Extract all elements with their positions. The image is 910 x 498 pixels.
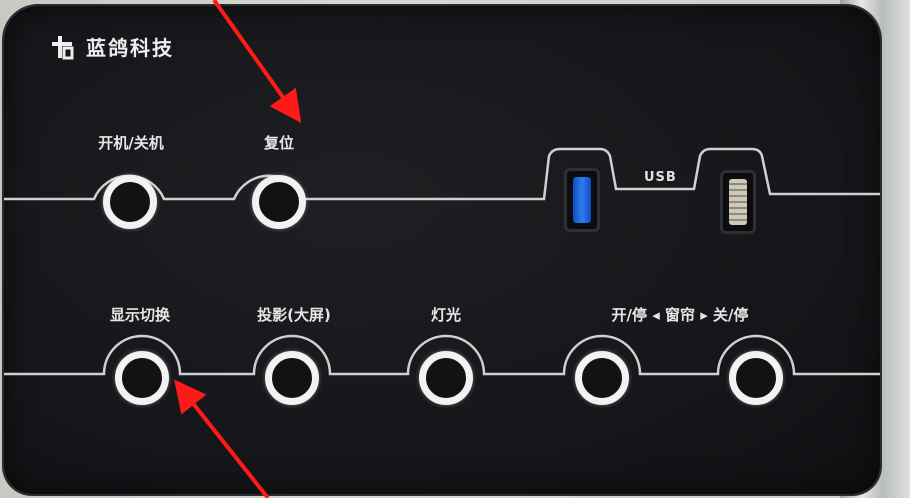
light-label: 灯光 — [430, 306, 462, 324]
usb-label: USB — [644, 170, 677, 185]
display-switch-label: 显示切换 — [109, 306, 171, 324]
arrow-to-reset — [212, 0, 302, 124]
usb-port-blue[interactable] — [564, 168, 600, 232]
panel-lines — [4, 147, 880, 376]
control-panel: 蓝鸽科技 开机/关机 复位 USB 显示切换 投影(大屏) 灯光 开/停 ◂ 窗… — [4, 6, 880, 494]
power-label: 开机/关机 — [98, 134, 164, 152]
display-switch-button[interactable] — [115, 351, 169, 405]
light-button[interactable] — [419, 351, 473, 405]
brand-name: 蓝鸽科技 — [86, 36, 174, 60]
arrow-to-display-switch — [174, 379, 270, 498]
curtain-label: 开/停 ◂ 窗帘 ▸ 关/停 — [611, 306, 749, 324]
reset-label: 复位 — [263, 134, 295, 152]
curtain-open-button[interactable] — [575, 351, 629, 405]
power-button[interactable] — [103, 175, 157, 229]
projector-label: 投影(大屏) — [257, 306, 331, 324]
usb-port-white[interactable] — [720, 170, 756, 234]
brand: 蓝鸽科技 — [50, 32, 174, 61]
projector-button[interactable] — [265, 351, 319, 405]
reset-button[interactable] — [252, 175, 306, 229]
curtain-close-button[interactable] — [729, 351, 783, 405]
brand-logo-icon — [52, 35, 74, 59]
